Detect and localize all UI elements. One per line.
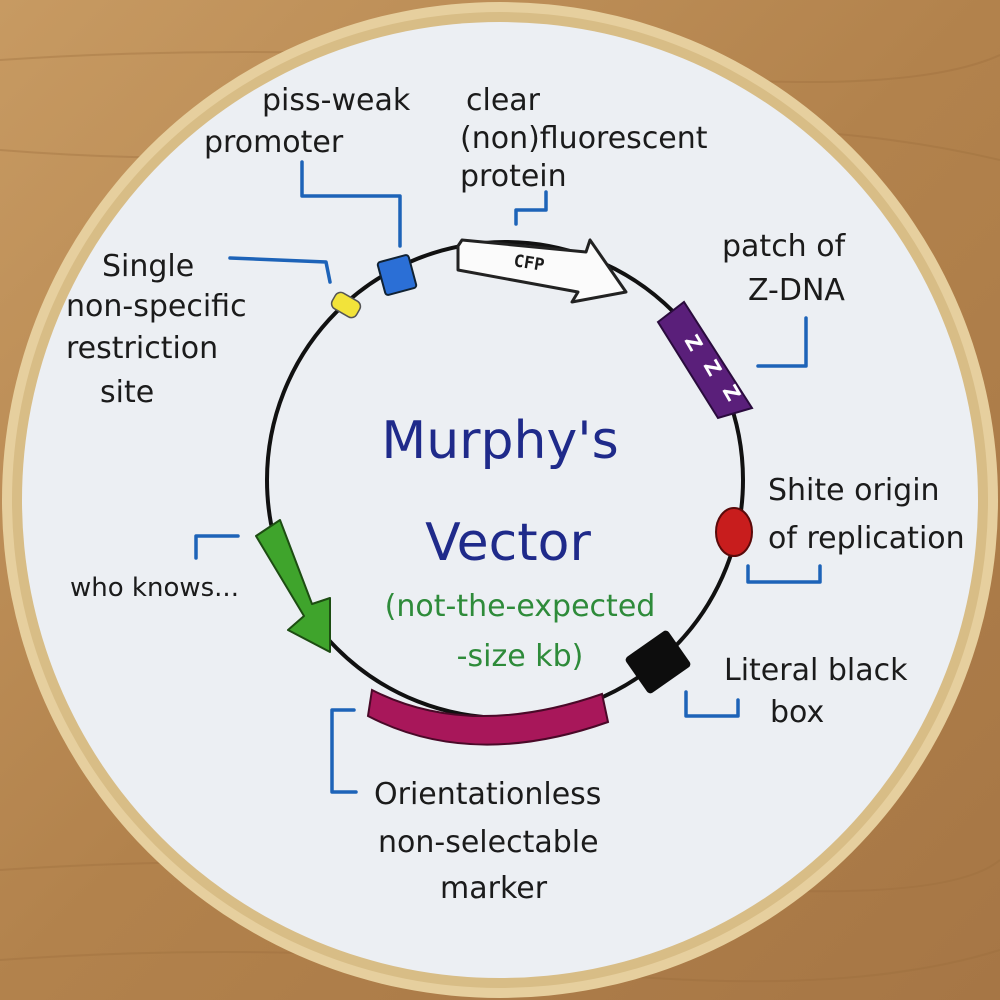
marker-label-line-2: non-selectable bbox=[378, 825, 599, 860]
origin-label-line-1: Shite origin bbox=[768, 473, 940, 508]
who-knows-arrow bbox=[255, 519, 331, 653]
who-knows-label: who knows... bbox=[70, 573, 239, 603]
restriction-leader bbox=[228, 256, 332, 284]
restriction-label-line-1: Single bbox=[102, 249, 194, 284]
promoter-leader bbox=[300, 160, 402, 248]
origin-label-line-2: of replication bbox=[768, 521, 965, 556]
subtitle-line-2: -size kb) bbox=[457, 639, 584, 674]
fluorescent-label-line-1: clear bbox=[466, 83, 541, 118]
marker-label-line-1: Orientationless bbox=[374, 777, 601, 812]
fluorescent-leader bbox=[514, 190, 548, 226]
zdna-label-line-2: Z-DNA bbox=[748, 273, 845, 308]
title-line-2: Vector bbox=[425, 513, 591, 573]
origin-block bbox=[715, 507, 753, 557]
black-box-label-line-1: Literal black bbox=[724, 653, 908, 688]
cfp-gene-arrow: CFP bbox=[456, 238, 628, 304]
who-knows-leader bbox=[194, 534, 240, 560]
leader-lines bbox=[194, 160, 822, 794]
promoter-block bbox=[376, 254, 418, 296]
promoter-label-line-2: promoter bbox=[204, 125, 344, 160]
marker-block bbox=[366, 688, 610, 746]
black-box-leader bbox=[684, 690, 740, 718]
zdna-block: Z Z Z bbox=[656, 300, 754, 420]
subtitle-line-1: (not-the-expected bbox=[385, 589, 656, 624]
zdna-leader bbox=[756, 316, 808, 368]
restriction-label-line-4: site bbox=[100, 375, 154, 410]
marker-label-line-3: marker bbox=[440, 871, 548, 906]
fluorescent-label-line-3: protein bbox=[460, 159, 567, 194]
restriction-label-line-2: non-specific bbox=[66, 289, 247, 324]
restriction-site-block bbox=[330, 291, 362, 319]
title-line-1: Murphy's bbox=[381, 411, 618, 471]
restriction-label-line-3: restriction bbox=[66, 331, 218, 366]
cfp-label: CFP bbox=[512, 251, 545, 276]
black-box-label-line-2: box bbox=[770, 695, 824, 730]
black-box-block bbox=[625, 630, 691, 694]
fluorescent-label-line-2: (non)fluorescent bbox=[460, 121, 708, 156]
promoter-label-line-1: piss-weak bbox=[262, 83, 411, 118]
origin-leader bbox=[746, 564, 822, 584]
marker-leader bbox=[330, 708, 358, 794]
zdna-label-line-1: patch of bbox=[722, 229, 847, 264]
